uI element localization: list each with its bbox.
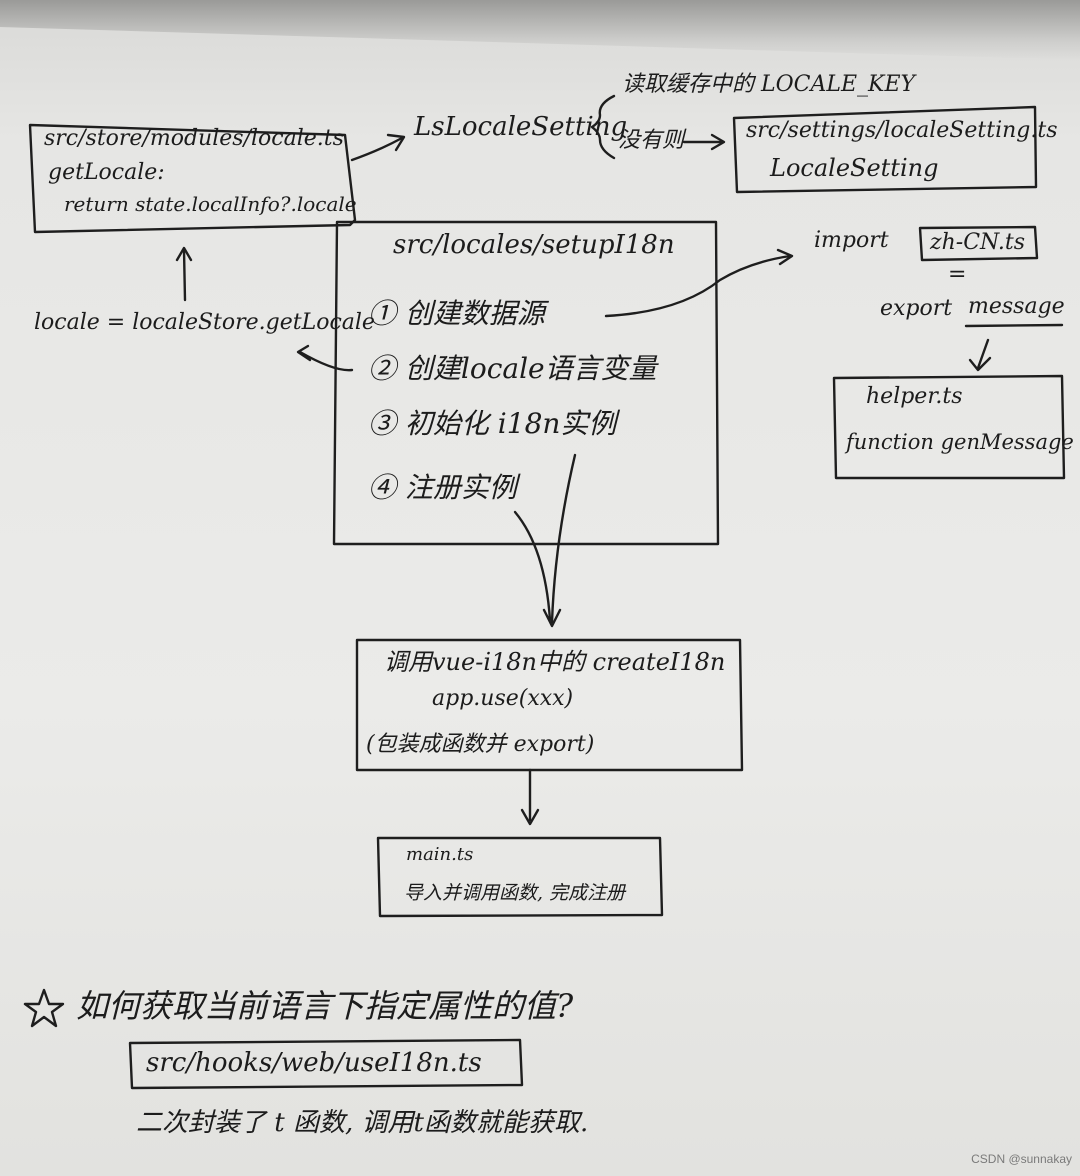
helper-box-border	[832, 374, 1066, 480]
arrow-step4-to-create-head	[542, 608, 562, 628]
arrow-store-to-setting-head	[386, 133, 406, 152]
arrow-step1-to-import-head	[776, 248, 794, 266]
setup-step-2: ② 创建locale语言变量	[368, 352, 657, 385]
settings-path: src/settings/localeSetting.ts	[746, 118, 1058, 143]
ls-read-cache: 读取缓存中的 LOCALE_KEY	[622, 72, 916, 97]
store-return: return state.localInfo?.locale	[64, 192, 357, 216]
hook-desc: 二次封装了 t 函数, 调用t函数就能获取.	[136, 1108, 589, 1138]
export-message: message	[968, 294, 1065, 319]
arrow-none-to-settings-head	[710, 133, 726, 151]
main-file: main.ts	[406, 844, 474, 865]
create-box-border	[355, 638, 744, 772]
settings-name: LocaleSetting	[770, 154, 939, 182]
create-line2: app.use(xxx)	[432, 686, 574, 711]
setup-step-1: ① 创建数据源	[368, 297, 545, 330]
arrow-step4-to-create-a	[513, 510, 552, 622]
setup-title: src/locales/setupI18n	[393, 230, 675, 260]
helper-file: helper.ts	[866, 384, 963, 409]
arrow-step2-left-head	[296, 344, 312, 362]
main-desc: 导入并调用函数, 完成注册	[404, 882, 626, 904]
arrow-step4-to-create-b	[550, 453, 577, 624]
arrow-store-to-setting	[350, 136, 404, 162]
hook-box-border	[128, 1038, 524, 1090]
import-label: import	[814, 228, 889, 253]
zh-cn-file: zh-CN.ts	[930, 230, 1025, 255]
ls-locale-setting: LsLocaleSetting	[414, 112, 628, 142]
arrow-create-to-main-head	[520, 808, 540, 826]
helper-func: function genMessage	[846, 430, 1074, 454]
setup-step-4: ④ 注册实例	[368, 471, 517, 504]
message-underline	[964, 323, 1064, 328]
ls-none: 没有则	[618, 128, 685, 153]
create-line1: 调用vue-i18n中的 createI18n	[384, 648, 726, 676]
store-getter: getLocale:	[48, 160, 165, 185]
setup-box-border	[332, 220, 720, 546]
hook-file: src/hooks/web/useI18n.ts	[146, 1048, 482, 1078]
create-line3: (包装成函数并 export)	[366, 732, 595, 757]
zh-box-border	[918, 225, 1039, 262]
main-box-border	[376, 836, 664, 918]
arrow-step1-to-import	[604, 254, 792, 318]
arrow-message-to-helper-head	[968, 356, 992, 372]
arrow-up-to-store	[182, 248, 187, 302]
export-prefix: export	[880, 296, 953, 321]
arrow-message-to-helper	[976, 338, 990, 370]
star-icon	[23, 988, 65, 1028]
arrow-up-to-store-head	[175, 246, 193, 262]
brace	[590, 94, 616, 160]
arrow-step2-left	[298, 350, 354, 372]
settings-box-border	[732, 105, 1038, 194]
equals-sign: =	[948, 262, 967, 287]
setup-step-3: ③ 初始化 i18n实例	[368, 407, 617, 440]
locale-assign: locale = localeStore.getLocale	[34, 310, 375, 335]
question: 如何获取当前语言下指定属性的值?	[76, 987, 574, 1025]
watermark: CSDN @sunnakay	[971, 1152, 1072, 1166]
store-path: src/store/modules/locale.ts	[44, 126, 344, 151]
